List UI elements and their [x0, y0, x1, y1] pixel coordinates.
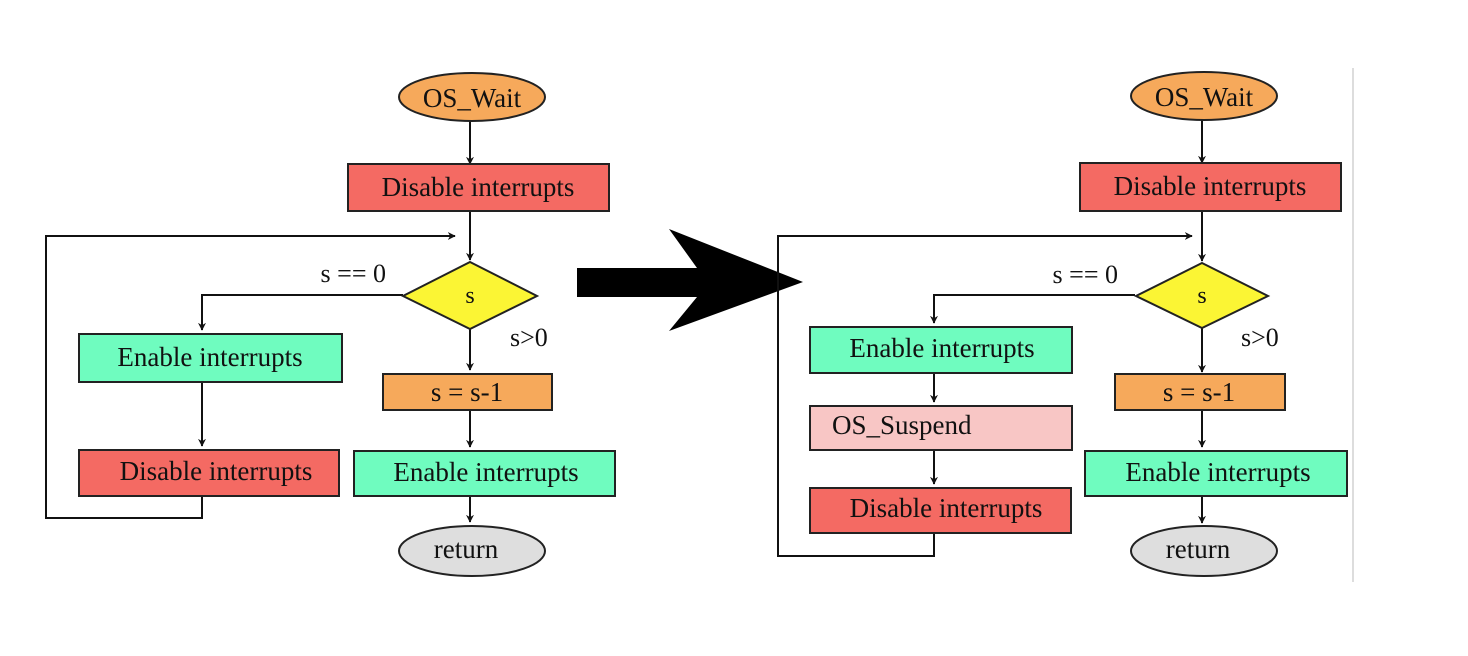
right-branch-zero-label: s == 0 — [1053, 260, 1118, 289]
left-branch-zero-label: s == 0 — [321, 259, 386, 288]
right-enable-wait-box — [809, 326, 1073, 374]
left-branch-positive-label: s>0 — [510, 323, 548, 352]
right-disable-box — [1079, 162, 1342, 212]
left-disable-wait-box — [78, 449, 340, 497]
right-decision-diamond — [1133, 261, 1271, 330]
right-decrement-label: s = s-1 — [1163, 377, 1235, 407]
left-return-node — [398, 525, 546, 577]
right-disable-label: Disable interrupts — [1114, 171, 1307, 201]
big-right-arrow-icon — [577, 229, 803, 331]
right-edge-loop-back — [777, 232, 1193, 557]
left-enable-wait-box — [78, 333, 343, 383]
left-return-label: return — [434, 534, 499, 564]
left-enable-exit-label: Enable interrupts — [393, 457, 578, 487]
right-flowchart: OS_Wait Disable interrupts s s == 0 s>0 … — [777, 71, 1348, 577]
right-suspend-label: OS_Suspend — [832, 410, 972, 440]
right-disable-wait-box — [809, 487, 1072, 534]
left-disable-label: Disable interrupts — [382, 172, 575, 202]
left-decision-diamond — [400, 260, 540, 331]
left-disable-box — [347, 163, 610, 212]
left-enable-wait-label: Enable interrupts — [117, 342, 302, 372]
right-disable-wait-label: Disable interrupts — [850, 493, 1043, 523]
right-start-node — [1130, 71, 1278, 121]
right-branch-positive-label: s>0 — [1241, 323, 1279, 352]
left-decrement-label: s = s-1 — [431, 377, 503, 407]
left-edge-decision-zero-branch — [198, 294, 403, 331]
right-suspend-box — [809, 405, 1073, 451]
left-start-node — [398, 72, 546, 122]
left-disable-wait-label: Disable interrupts — [120, 456, 313, 486]
left-edge-loop-back — [45, 232, 456, 519]
right-start-label: OS_Wait — [1155, 82, 1254, 112]
left-decrement-box — [382, 373, 553, 411]
right-enable-exit-box — [1084, 450, 1348, 497]
right-enable-exit-label: Enable interrupts — [1125, 457, 1310, 487]
left-decision-label: s — [465, 283, 474, 309]
right-edge-decision-zero-branch — [930, 294, 1135, 324]
right-enable-wait-label: Enable interrupts — [849, 333, 1034, 363]
right-decision-label: s — [1197, 283, 1206, 309]
right-return-node — [1130, 525, 1278, 577]
left-start-label: OS_Wait — [423, 83, 522, 113]
left-flowchart: OS_Wait Disable interrupts s s == 0 s>0 … — [45, 72, 616, 577]
right-return-label: return — [1166, 534, 1231, 564]
left-enable-exit-box — [353, 450, 616, 497]
right-decrement-box — [1114, 373, 1286, 411]
